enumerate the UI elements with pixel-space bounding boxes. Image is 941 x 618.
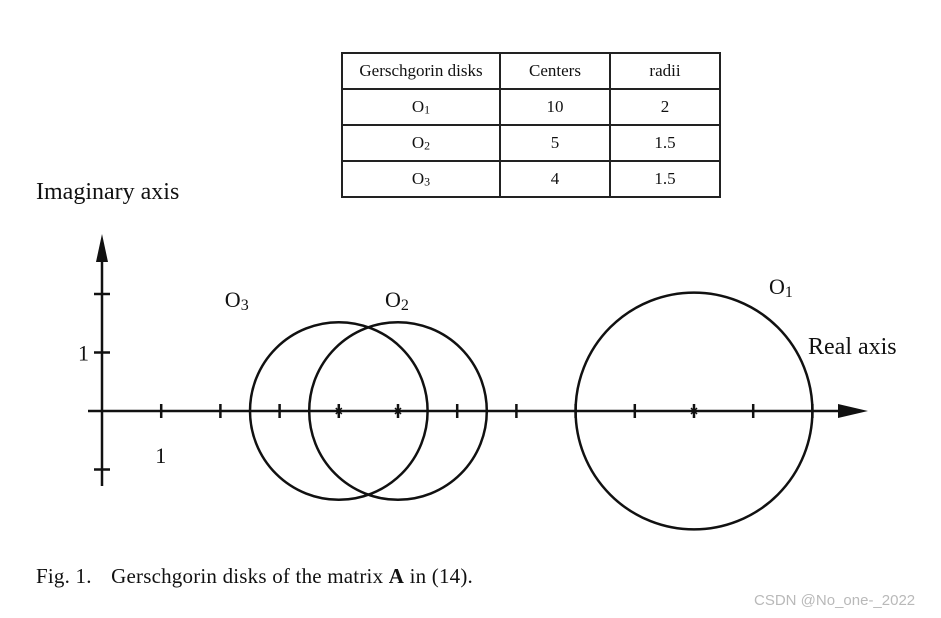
caption-text: Gerschgorin disks of the matrix xyxy=(111,564,384,588)
watermark: CSDN @No_one-_2022 xyxy=(754,592,916,609)
table-row: O1 10 2 xyxy=(341,88,721,126)
disk-radius-cell: 2 xyxy=(609,88,721,126)
disk-center-mark xyxy=(394,407,402,415)
figure-caption: Fig. 1. Gerschgorin disks of the matrix … xyxy=(36,564,473,589)
header-disks: Gerschgorin disks xyxy=(341,52,501,90)
disk-name-cell: O2 xyxy=(341,124,501,162)
disk-center-cell: 5 xyxy=(499,124,611,162)
disk-label-o3: O3 xyxy=(225,287,249,314)
disk-o3 xyxy=(248,320,429,502)
real-axis-arrow xyxy=(838,404,868,418)
y-tick-label: 1 xyxy=(78,341,89,366)
imaginary-axis-arrow xyxy=(96,234,108,262)
caption-matrix: A xyxy=(388,564,405,588)
imaginary-axis-label: Imaginary axis xyxy=(36,179,180,205)
disk-label-o1: O1 xyxy=(769,274,793,301)
disk-radius-cell: 1.5 xyxy=(609,124,721,162)
table-row: O2 5 1.5 xyxy=(341,124,721,162)
gerschgorin-table: Gerschgorin disks Centers radii O1 10 2 … xyxy=(341,52,721,198)
header-centers: Centers xyxy=(499,52,611,90)
disk-center-cell: 4 xyxy=(499,160,611,198)
disk-name-cell: O1 xyxy=(341,88,501,126)
disk-label-o2: O2 xyxy=(385,287,409,314)
table-header-row: Gerschgorin disks Centers radii xyxy=(341,52,721,90)
real-axis-label: Real axis xyxy=(808,334,897,360)
disk-o2 xyxy=(307,320,489,502)
header-radii: radii xyxy=(609,52,721,90)
disk-center-cell: 10 xyxy=(499,88,611,126)
disk-o1 xyxy=(574,291,814,531)
disk-name-cell: O3 xyxy=(341,160,501,198)
x-tick-label: 1 xyxy=(155,443,166,468)
table-row: O3 4 1.5 xyxy=(341,160,721,198)
disk-radius-cell: 1.5 xyxy=(609,160,721,198)
figure-number: Fig. 1. xyxy=(36,564,92,588)
disk-center-mark xyxy=(335,407,343,415)
caption-ref: in (14). xyxy=(409,564,473,588)
disk-center-mark xyxy=(690,407,698,415)
